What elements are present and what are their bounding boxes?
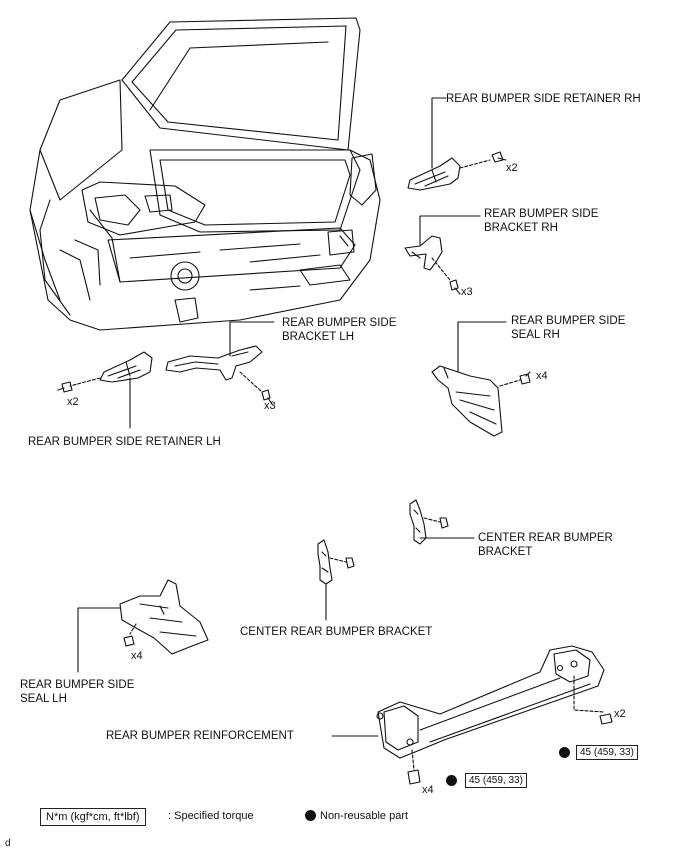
seal-rh-label-line2: SEAL RH [511, 329, 560, 341]
center-bracket-right-label-line1: CENTER REAR BUMPER [478, 532, 613, 544]
seal-lh-leader [77, 607, 121, 673]
reinforcement-part [376, 645, 613, 785]
seal-lh-label-line1: REAR BUMPER SIDE [20, 679, 135, 691]
torque-spec-right: 45 (459, 33) [576, 745, 638, 760]
retainer-lh-label: REAR BUMPER SIDE RETAINER LH [28, 436, 221, 448]
seal-rh-label-line1: REAR BUMPER SIDE [511, 315, 626, 327]
corner-mark: d [5, 838, 11, 849]
seal-lh-part [119, 579, 209, 655]
legend-nonreusable-text: Non-reusable part [320, 810, 409, 822]
bracket-lh-part [165, 345, 273, 405]
retainer-rh-leader [431, 97, 447, 169]
seal-rh-leader [457, 321, 507, 373]
bracket-rh-leader [419, 215, 481, 246]
bracket-rh-label-line1: REAR BUMPER SIDE [484, 208, 599, 220]
seal-rh-part [431, 365, 531, 437]
center-bracket-right-part [409, 499, 449, 545]
nonreusable-marker-bottom [446, 775, 457, 786]
vehicle-rear-illustration [29, 17, 381, 331]
legend-torque-desc: : Specified torque [168, 810, 254, 822]
legend-torque-units: N*m (kgf*cm, ft*lbf) [40, 808, 146, 826]
retainer-rh-qty: x2 [506, 162, 518, 174]
reinforcement-label: REAR BUMPER REINFORCEMENT [106, 730, 294, 742]
legend-nonreusable-dot [305, 810, 316, 821]
retainer-rh-part [407, 151, 507, 191]
retainer-lh-part [57, 351, 153, 393]
nonreusable-marker-right [559, 747, 570, 758]
bracket-rh-part [404, 235, 461, 295]
bracket-lh-label-line1: REAR BUMPER SIDE [282, 317, 397, 329]
center-bracket-right-label-line2: BRACKET [478, 546, 533, 558]
reinforcement-right-qty: x2 [614, 708, 626, 720]
seal-rh-qty: x4 [536, 370, 548, 382]
bracket-lh-label-line2: BRACKET LH [282, 331, 355, 343]
center-bracket-left-label: CENTER REAR BUMPER BRACKET [240, 626, 433, 638]
bracket-lh-leader [229, 321, 275, 357]
bracket-lh-qty: x3 [264, 400, 276, 412]
torque-spec-bottom: 45 (459, 33) [465, 773, 527, 788]
retainer-rh-label: REAR BUMPER SIDE RETAINER RH [446, 93, 641, 105]
seal-lh-qty: x4 [131, 650, 143, 662]
center-bracket-left-part [317, 539, 355, 585]
bracket-rh-qty: x3 [461, 286, 473, 298]
retainer-lh-qty: x2 [67, 396, 79, 408]
seal-lh-label-line2: SEAL LH [20, 693, 67, 705]
reinforcement-bottom-qty: x4 [422, 784, 434, 796]
bracket-rh-label-line2: BRACKET RH [484, 222, 558, 234]
